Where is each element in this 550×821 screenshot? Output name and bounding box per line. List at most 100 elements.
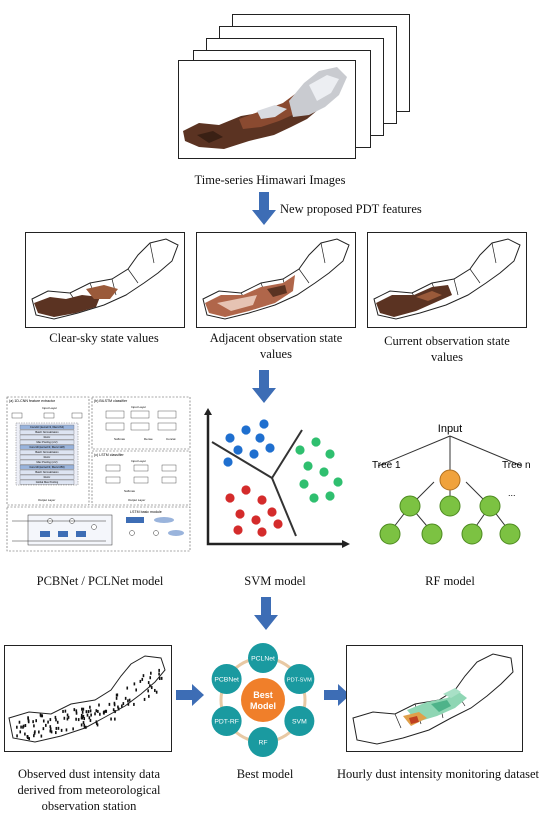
station-marker xyxy=(81,710,84,714)
ring-node-label: RF xyxy=(258,739,267,746)
arch-b-title: (b) BiLSTM classifier xyxy=(94,399,128,403)
station-marker xyxy=(42,719,45,723)
arch-b-dense: Dense xyxy=(144,437,153,441)
station-marker xyxy=(94,712,96,716)
station-marker xyxy=(149,684,151,688)
station-marker xyxy=(67,715,70,719)
station-marker xyxy=(62,709,64,713)
station-marker xyxy=(142,674,145,678)
ring-node xyxy=(248,643,278,673)
station-marker xyxy=(77,718,80,722)
rf-node xyxy=(461,523,483,545)
rf-node xyxy=(479,495,501,517)
station-marker xyxy=(95,709,98,713)
station-marker xyxy=(33,724,35,728)
arch-d-title: LSTM basic module xyxy=(130,510,162,514)
station-marker xyxy=(41,714,44,718)
svm-boundary-1 xyxy=(211,441,273,479)
down-arrow-3 xyxy=(254,597,278,630)
arch-c-input: Input Layer xyxy=(131,459,146,463)
best-model-label-2: Model xyxy=(250,701,276,711)
arch-block-label: Conv1D (kernel=3, filters=64) xyxy=(30,425,64,429)
station-marker xyxy=(88,716,91,720)
station-marker xyxy=(139,679,142,683)
station-marker xyxy=(55,718,57,722)
station-marker xyxy=(26,735,29,739)
station-marker xyxy=(83,717,86,721)
svm-point-blue xyxy=(241,425,251,435)
svm-point-green xyxy=(295,445,305,455)
station-marker xyxy=(89,709,92,713)
adjacent-observation-map xyxy=(196,232,356,328)
svm-point-green xyxy=(299,479,309,489)
station-marker xyxy=(19,730,22,734)
station-marker xyxy=(24,724,27,728)
station-marker xyxy=(32,720,34,724)
station-marker xyxy=(148,694,150,698)
station-marker xyxy=(33,734,35,738)
arch-block-row xyxy=(19,464,75,470)
svm-point-red xyxy=(267,507,277,517)
arch-a-title: (a) 1D-CNN feature extractor xyxy=(9,399,56,403)
station-marker xyxy=(64,709,67,713)
station-marker xyxy=(50,730,53,734)
station-data-caption: Observed dust intensity data derived fro… xyxy=(17,767,161,813)
rf-node xyxy=(379,523,401,545)
station-marker xyxy=(114,710,116,714)
pcbnet-caption: PCBNet / PCLNet model xyxy=(36,574,164,588)
station-marker xyxy=(104,709,107,713)
best-model-label-1: Best xyxy=(253,690,273,700)
station-marker xyxy=(149,676,152,680)
svm-point-red xyxy=(225,493,235,503)
station-marker xyxy=(65,728,68,732)
svm-point-red xyxy=(273,519,283,529)
station-marker xyxy=(34,730,36,734)
adjacent-observation-caption: Adjacent observation state values xyxy=(209,331,343,361)
station-marker xyxy=(83,725,86,729)
station-marker xyxy=(55,731,57,735)
station-marker xyxy=(18,720,21,724)
station-marker xyxy=(141,677,144,681)
station-marker xyxy=(80,723,83,727)
arch-a-input: Input Layer xyxy=(42,406,57,410)
ring-node xyxy=(248,727,278,757)
arch-block-row xyxy=(19,429,75,435)
svm-point-blue xyxy=(225,433,235,443)
station-marker xyxy=(75,711,78,715)
station-marker xyxy=(49,729,52,733)
station-marker xyxy=(35,719,38,723)
station-marker xyxy=(113,703,116,707)
pdt-features-label: New proposed PDT features xyxy=(280,202,422,216)
station-marker xyxy=(114,717,116,721)
rf-tree1-label: Tree 1 xyxy=(372,460,401,471)
station-marker xyxy=(47,720,49,724)
station-marker xyxy=(73,708,76,712)
rf-root-node xyxy=(439,469,461,491)
rf-node xyxy=(399,495,421,517)
rf-treen-label: Tree n xyxy=(502,460,531,471)
station-marker xyxy=(98,703,100,707)
clear-sky-map xyxy=(25,232,185,328)
station-marker xyxy=(49,725,52,729)
station-marker xyxy=(16,725,18,729)
station-marker xyxy=(82,721,85,725)
svm-point-green xyxy=(325,449,335,459)
station-marker xyxy=(108,702,111,706)
station-marker xyxy=(150,686,153,690)
station-marker xyxy=(66,717,69,721)
svm-point-blue xyxy=(259,419,269,429)
rf-ellipsis: ... xyxy=(508,488,516,498)
arch-b-softmax: Softmax xyxy=(114,437,126,441)
arch-block-row xyxy=(19,434,75,440)
station-marker xyxy=(16,734,18,738)
station-marker xyxy=(126,686,129,690)
station-marker xyxy=(81,707,83,711)
svm-point-red xyxy=(233,525,243,535)
station-marker xyxy=(49,727,52,731)
rf-tree: Input Tree 1 Tree n ... xyxy=(360,420,540,554)
station-marker xyxy=(150,671,152,675)
station-marker xyxy=(56,720,59,724)
svm-point-green xyxy=(325,491,335,501)
arch-block-row xyxy=(19,469,75,475)
station-marker xyxy=(110,717,112,721)
